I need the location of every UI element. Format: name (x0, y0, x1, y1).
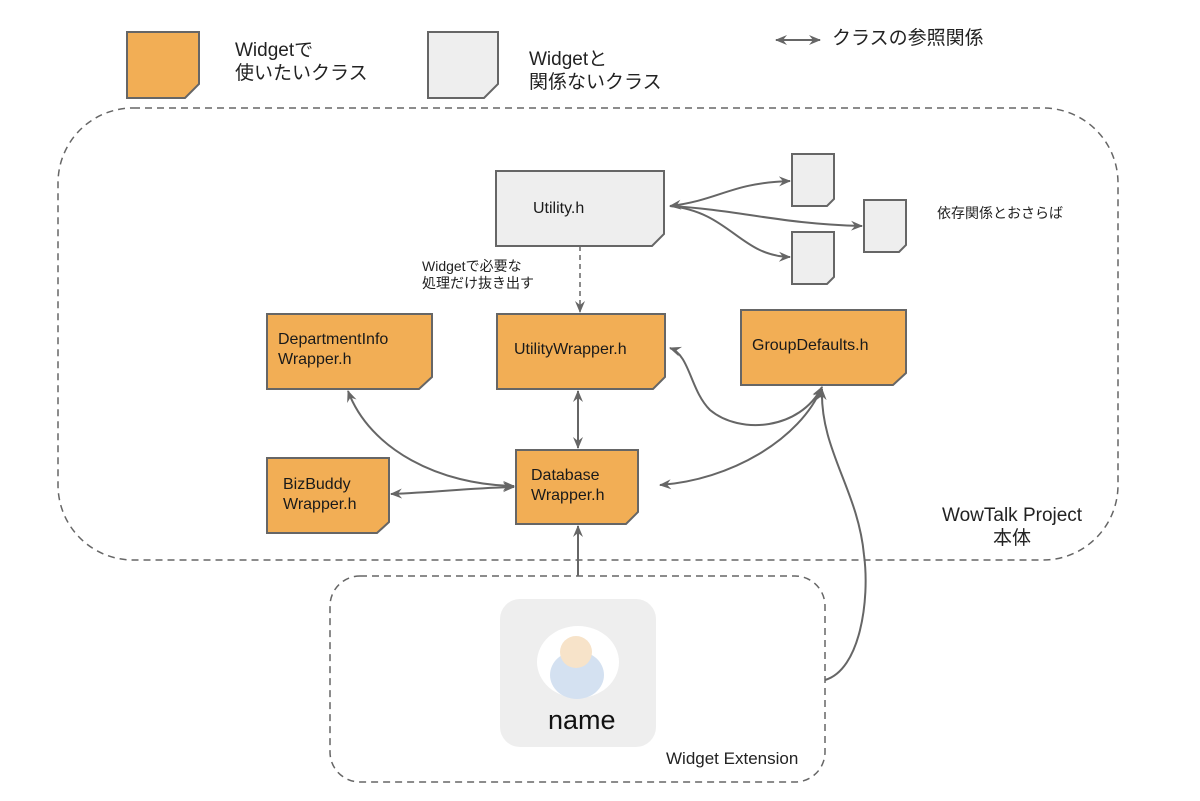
node-department-info-wrapper-label: DepartmentInfo Wrapper.h (278, 331, 389, 368)
node-database-wrapper-label: Database Wrapper.h (531, 467, 605, 504)
extension-group-label: Widget Extension (666, 749, 799, 768)
legend-reference-label: クラスの参照関係 (832, 28, 984, 49)
project-group-label: WowTalk Project 本体 (942, 505, 1083, 549)
node-database-wrapper[interactable] (515, 449, 639, 525)
edge-groupdefaults-database (659, 386, 823, 490)
node-unrelated-2 (863, 199, 907, 253)
node-utility-label: Utility.h (533, 200, 585, 217)
edge-extension-groupdefaults (816, 388, 867, 681)
node-bizbuddy-wrapper-label: BizBuddy Wrapper.h (283, 476, 357, 513)
edge-bizbuddy-database (390, 482, 515, 499)
edge-utility-unrelated-1 (669, 176, 791, 210)
node-utility-wrapper-label: UtilityWrapper.h (514, 341, 627, 358)
node-unrelated-3 (791, 231, 835, 285)
avatar-body-icon (550, 651, 604, 699)
edge-utility-unrelated-2 (669, 205, 863, 231)
project-group-boundary (57, 107, 1119, 561)
legend-used-class-label: Widgetで 使いたいクラス (235, 40, 368, 84)
legend-unrelated-class-label: Widgetと 関係ないクラス (529, 49, 662, 93)
legend-used-class-swatch (126, 31, 200, 99)
node-department-info-wrapper[interactable] (266, 313, 433, 390)
node-group-defaults-label: GroupDefaults.h (752, 337, 869, 354)
node-utility-wrapper[interactable] (496, 313, 666, 390)
node-unrelated-1 (791, 153, 835, 207)
goodbye-annotation: 依存関係とおさらば (937, 205, 1063, 221)
edge-utility-unrelated-3 (669, 205, 791, 262)
node-utility[interactable] (495, 170, 665, 247)
widget-name-label: name (548, 705, 616, 735)
avatar-head-icon (560, 636, 592, 668)
legend-unrelated-class-swatch (427, 31, 499, 99)
extract-annotation: Widgetで必要な 処理だけ抜き出す (422, 258, 534, 291)
